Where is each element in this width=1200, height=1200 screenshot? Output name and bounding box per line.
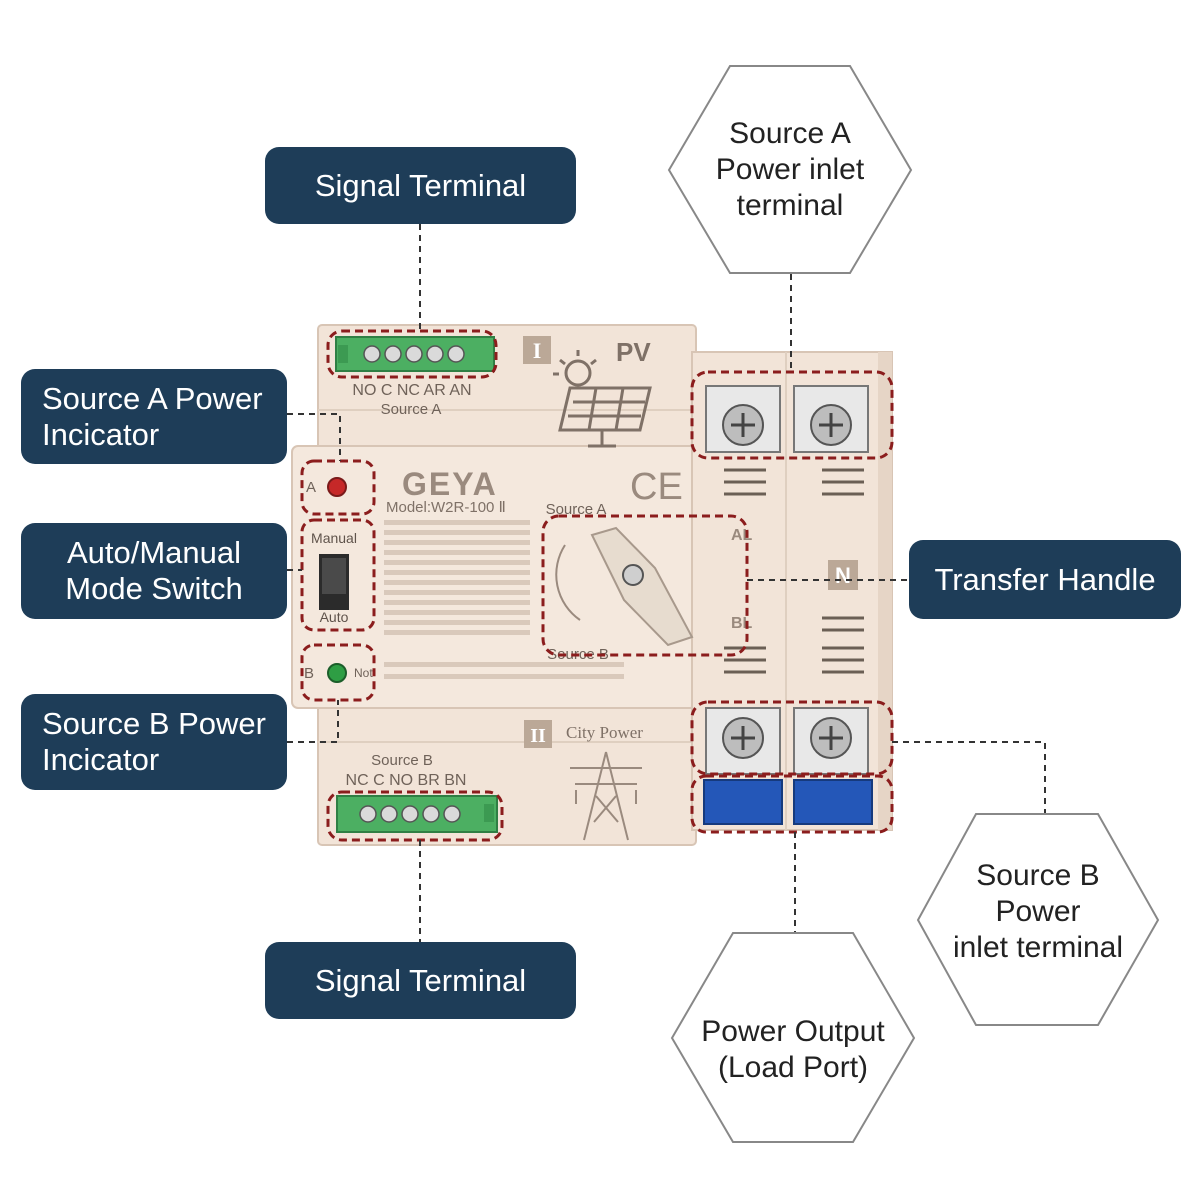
source-a-inlet-terminals: [705, 385, 869, 453]
callout-transfer-handle-text: Transfer Handle: [934, 561, 1156, 597]
handle-source-a-label: Source A: [546, 501, 607, 518]
callout-mode-switch-line1: Auto/Manual: [66, 535, 242, 570]
callout-signal-terminal-bottom-text: Signal Terminal: [314, 962, 527, 998]
callout-signal-terminal-bottom: Signal Terminal: [265, 942, 576, 1019]
callout-source-a-indicator-line1: Source A Power: [42, 380, 263, 416]
mode-manual-label[interactable]: Manual: [311, 530, 357, 546]
hex-power-output-line2: (Load Port): [717, 1051, 869, 1084]
section-i-label: I: [533, 338, 542, 363]
solar-panel-icon: [553, 350, 652, 448]
source-a-led: [327, 477, 347, 497]
hex-source-a-line1: Source A: [729, 117, 851, 150]
leader-lines: [287, 224, 1046, 942]
bottom-terminal-source: Source B: [371, 752, 433, 769]
highlight-source-a-led: [300, 459, 376, 516]
marker-al: AL: [731, 527, 753, 544]
section-ii-label: II: [530, 725, 546, 747]
hex-label-source-a-inlet: Source A Power inlet terminal: [682, 116, 898, 224]
ce-mark: CE: [630, 466, 683, 508]
hex-label-source-b-inlet: Source B Power inlet terminal: [928, 858, 1148, 966]
hexagon-source-b-inlet: [916, 813, 1160, 1026]
top-terminal-pins: NO C NC AR AN: [352, 382, 471, 399]
callout-signal-terminal-top: Signal Terminal: [265, 147, 576, 224]
brand-logo: GEYA: [402, 466, 498, 502]
callout-source-a-indicator: Source A Power Incicator: [21, 369, 287, 464]
highlight-bottom-terminal: [326, 790, 504, 842]
hex-source-b-line1: Source B: [976, 859, 1100, 892]
pv-label: PV: [616, 337, 651, 367]
note-label: Not: [354, 666, 373, 680]
hex-source-b-line3: inlet terminal: [952, 931, 1124, 964]
callout-signal-terminal-top-text: Signal Terminal: [314, 167, 527, 203]
load-port-terminals: [703, 779, 873, 825]
marker-n-badge: [828, 560, 858, 590]
hex-source-a-line2: Power inlet: [715, 153, 865, 186]
handle-pivot-screw: [622, 564, 644, 586]
callout-transfer-handle: Transfer Handle: [909, 540, 1181, 619]
highlight-source-b-led: [300, 643, 376, 702]
indicator-b-label: B: [304, 665, 314, 682]
marker-bl: BL: [731, 615, 753, 632]
bottom-terminal-pins: NC C NO BR BN: [346, 772, 467, 789]
callout-mode-switch: Auto/Manual Mode Switch: [21, 523, 287, 619]
top-terminal-source: Source A: [381, 401, 442, 418]
section-i-badge: [523, 336, 551, 364]
source-b-led: [327, 663, 347, 683]
mode-auto-label[interactable]: Auto: [320, 609, 349, 625]
city-power-label: City Power: [566, 723, 643, 742]
hex-power-output-line1: Power Output: [701, 1015, 885, 1048]
callout-source-a-indicator-line2: Incicator: [42, 416, 160, 452]
hex-label-power-output: Power Output (Load Port): [682, 1014, 904, 1086]
hex-source-b-line2: Power: [995, 895, 1081, 928]
spec-table: [384, 520, 624, 679]
vent-slots: [724, 468, 864, 674]
highlight-source-a-inlet: [690, 370, 894, 460]
transfer-handle-lever[interactable]: [590, 526, 694, 647]
callout-source-b-indicator: Source B Power Incicator: [21, 694, 287, 790]
signal-terminal-top: [335, 336, 495, 372]
section-ii-badge: [524, 720, 552, 748]
hexagon-shapes: [667, 65, 1160, 1143]
highlight-source-b-inlet: [690, 700, 894, 776]
marker-n: N: [835, 563, 851, 588]
indicator-a-label: A: [306, 479, 316, 496]
mode-switch-slider[interactable]: [322, 558, 346, 594]
callout-mode-switch-line2: Mode Switch: [65, 571, 243, 606]
highlight-top-terminal: [326, 329, 498, 379]
model-label: Model:W2R-100 Ⅱ: [386, 499, 506, 516]
callout-source-b-indicator-line1: Source B Power: [42, 706, 266, 741]
power-tower-icon: [570, 751, 642, 841]
callout-source-b-indicator-line2: Incicator: [42, 742, 160, 777]
rotation-arrow: [555, 544, 581, 621]
hex-source-a-line3: terminal: [736, 189, 844, 222]
hexagon-power-output: [670, 932, 916, 1143]
hexagon-source-a-inlet: [667, 65, 913, 274]
highlight-mode-switch: [300, 518, 376, 632]
highlight-handle: [541, 514, 749, 657]
highlight-load-port: [690, 774, 894, 834]
signal-terminal-bottom: [336, 795, 498, 833]
highlight-boxes: [300, 329, 894, 842]
